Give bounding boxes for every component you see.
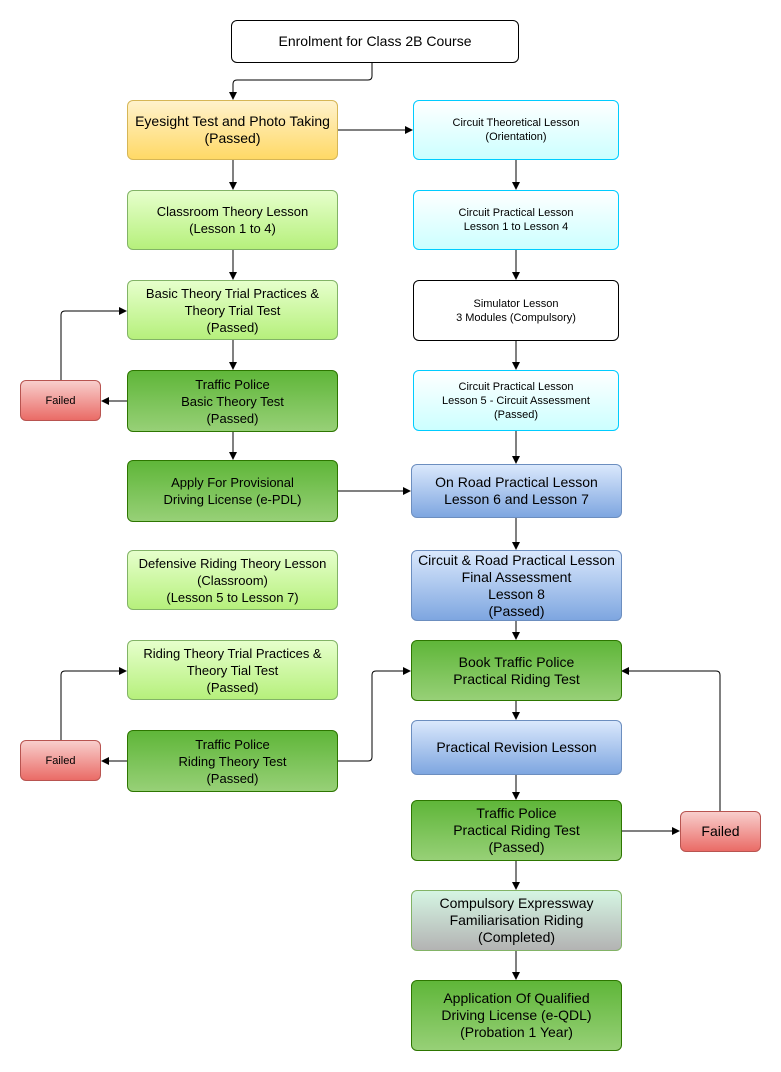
node-practical-revision: Practical Revision Lesson	[411, 720, 622, 775]
node-riding-theory-test: Traffic Police Riding Theory Test (Passe…	[127, 730, 338, 792]
node-classroom-theory: Classroom Theory Lesson (Lesson 1 to 4)	[127, 190, 338, 250]
node-defensive-riding-theory: Defensive Riding Theory Lesson (Classroo…	[127, 550, 338, 610]
arrow-enrolment-to-eyesight	[229, 62, 373, 100]
node-on-road-practical: On Road Practical Lesson Lesson 6 and Le…	[411, 464, 622, 518]
node-simulator-lesson: Simulator Lesson 3 Modules (Compulsory)	[413, 280, 619, 341]
arrow-failed-3-to-book-test	[621, 667, 721, 811]
node-failed-practical: Failed	[680, 811, 761, 852]
arrow-rtt-to-book-test	[338, 667, 411, 762]
node-book-practical-test: Book Traffic Police Practical Riding Tes…	[411, 640, 622, 701]
node-riding-theory-trial: Riding Theory Trial Practices & Theory T…	[127, 640, 338, 700]
node-failed-basic-theory: Failed	[20, 380, 101, 421]
node-practical-riding-test: Traffic Police Practical Riding Test (Pa…	[411, 800, 622, 861]
arrow-failed-2-to-riding-trial	[60, 667, 127, 740]
node-failed-riding-theory: Failed	[20, 740, 101, 781]
node-basic-theory-test: Traffic Police Basic Theory Test (Passed…	[127, 370, 338, 432]
arrow-failed-1-to-basic-trial	[60, 307, 127, 380]
node-enrolment: Enrolment for Class 2B Course	[231, 20, 519, 63]
node-basic-theory-trial: Basic Theory Trial Practices & Theory Tr…	[127, 280, 338, 340]
node-expressway-riding: Compulsory Expressway Familiarisation Ri…	[411, 890, 622, 951]
node-eyesight-test: Eyesight Test and Photo Taking (Passed)	[127, 100, 338, 160]
node-final-assessment: Circuit & Road Practical Lesson Final As…	[411, 550, 622, 621]
node-circuit-practical-5: Circuit Practical Lesson Lesson 5 - Circ…	[413, 370, 619, 431]
node-apply-epdl: Apply For Provisional Driving License (e…	[127, 460, 338, 522]
node-circuit-theoretical: Circuit Theoretical Lesson (Orientation)	[413, 100, 619, 160]
node-circuit-practical-1-4: Circuit Practical Lesson Lesson 1 to Les…	[413, 190, 619, 250]
node-apply-eqdl: Application Of Qualified Driving License…	[411, 980, 622, 1051]
